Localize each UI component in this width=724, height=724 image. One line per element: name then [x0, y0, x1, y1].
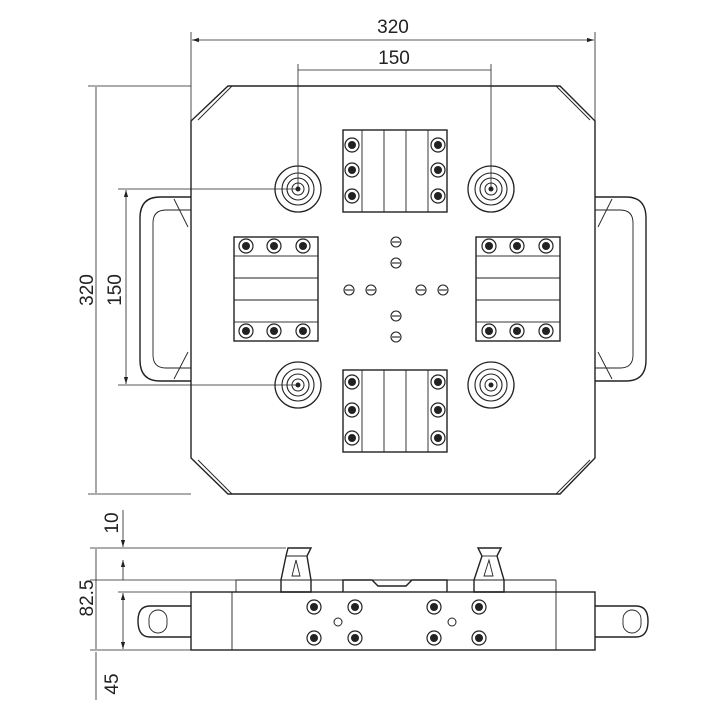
center-screws: [343, 236, 449, 343]
right-handle[interactable]: [595, 196, 647, 382]
dimension-left-height: 320: [77, 85, 191, 495]
locating-pin-bottom-right: [467, 361, 515, 409]
dimension-label-45: 45: [102, 673, 123, 694]
top-view: 320 150 320 150: [77, 17, 647, 495]
side-view: 10 82.5 45: [77, 510, 649, 700]
side-screws: [306, 599, 487, 646]
clamp-block-bottom: [342, 369, 448, 453]
clamp-block-top: [342, 129, 448, 213]
clamp-block-left: [233, 236, 319, 342]
side-pin-left: [280, 547, 313, 593]
dimension-label-82-5: 82.5: [77, 580, 98, 617]
clamp-block-right: [475, 236, 561, 342]
side-handle-left[interactable]: [137, 605, 191, 638]
dimension-label-150-top: 150: [378, 48, 410, 69]
dimension-label-150-left: 150: [105, 274, 126, 306]
dimension-left-inner: 150: [105, 188, 298, 386]
dimension-side-45: 45: [90, 591, 191, 700]
dimension-label-10: 10: [102, 512, 123, 533]
base-plate: [190, 85, 596, 495]
dimension-label-320-left: 320: [77, 274, 98, 306]
dimension-top-inner: 150: [297, 48, 492, 189]
dimension-side-82-5: 82.5: [77, 549, 236, 649]
side-base: [190, 591, 596, 651]
dimension-side-10: 10: [90, 510, 286, 580]
side-handle-right[interactable]: [595, 605, 649, 638]
dimension-top-width: 320: [190, 17, 596, 121]
left-handle[interactable]: [139, 196, 191, 382]
dimension-label-320-top: 320: [377, 17, 409, 38]
side-pin-right: [473, 547, 505, 593]
